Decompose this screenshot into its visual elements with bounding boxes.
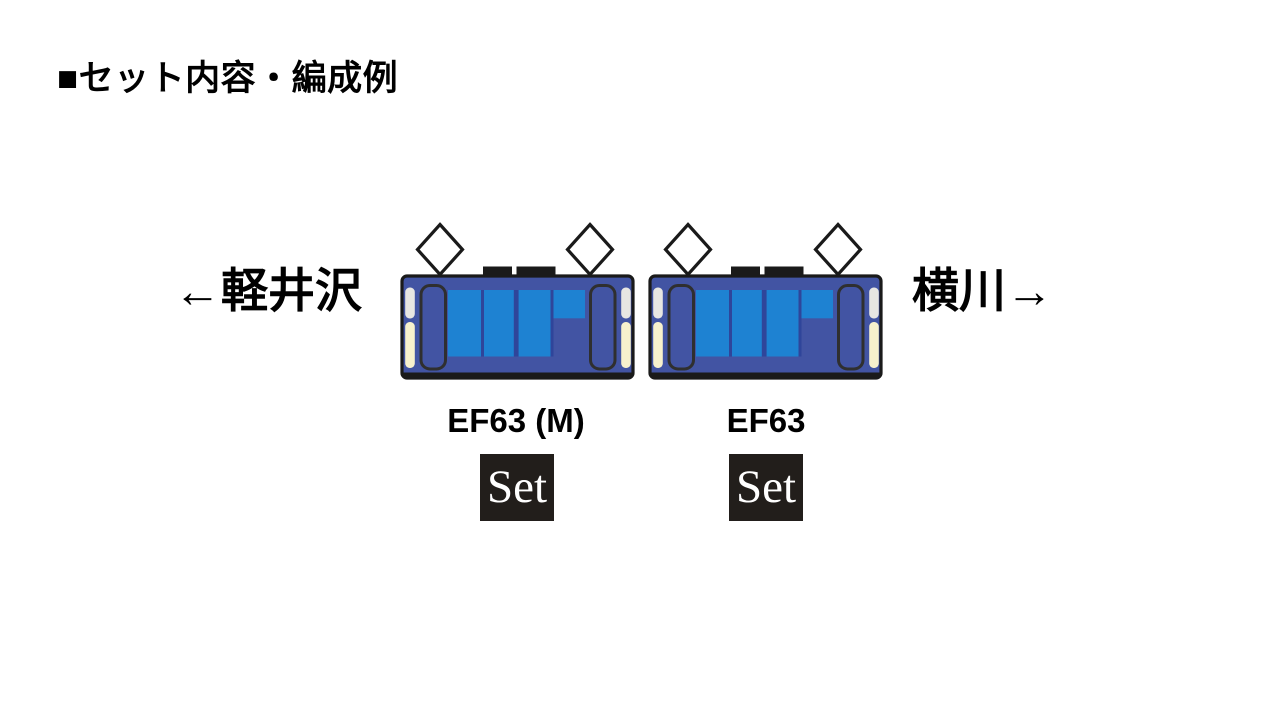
set-badge: Set [729, 454, 803, 521]
car-door-left [419, 284, 447, 371]
set-badge-text: Set [486, 461, 548, 513]
pantograph-icon [663, 222, 713, 277]
roof-equipment [764, 266, 804, 278]
panel-notch [801, 318, 833, 357]
panel-divider [513, 290, 519, 357]
end-handrail [621, 322, 631, 368]
direction-label-karuizawa: ←軽井沢 [174, 264, 362, 317]
panel-divider [798, 290, 802, 357]
panel-divider [729, 290, 732, 357]
panel-divider [550, 290, 554, 357]
pantograph-icon [565, 222, 615, 277]
end-handrail [653, 322, 663, 368]
end-handrail [405, 322, 415, 368]
pantograph-icon [813, 222, 863, 277]
car-label-ef63-m: EF63 (M) [447, 402, 585, 439]
set-badge-text: Set [735, 461, 797, 513]
end-handrail [869, 287, 879, 319]
panel-notch [553, 318, 585, 357]
panel-divider [481, 290, 484, 357]
panel-divider [761, 290, 767, 357]
car-label-ef63: EF63 [726, 402, 806, 439]
direction-label-yokokawa: 横川→ [912, 264, 1053, 317]
pantograph-icon [415, 222, 465, 277]
car-door-left [667, 284, 695, 371]
car-door-right [837, 284, 865, 371]
set-badge: Set [480, 454, 554, 521]
locomotive-car-2 [648, 222, 883, 380]
car-underframe [650, 372, 881, 378]
locomotive-car-1 [400, 222, 635, 380]
end-handrail [405, 287, 415, 319]
section-title: ■セット内容・編成例 [57, 59, 399, 98]
roof-equipment [483, 266, 512, 278]
end-handrail [653, 287, 663, 319]
roof-equipment [516, 266, 556, 278]
roof-equipment [731, 266, 760, 278]
end-handrail [869, 322, 879, 368]
car-underframe [402, 372, 633, 378]
car-door-right [589, 284, 617, 371]
end-handrail [621, 287, 631, 319]
